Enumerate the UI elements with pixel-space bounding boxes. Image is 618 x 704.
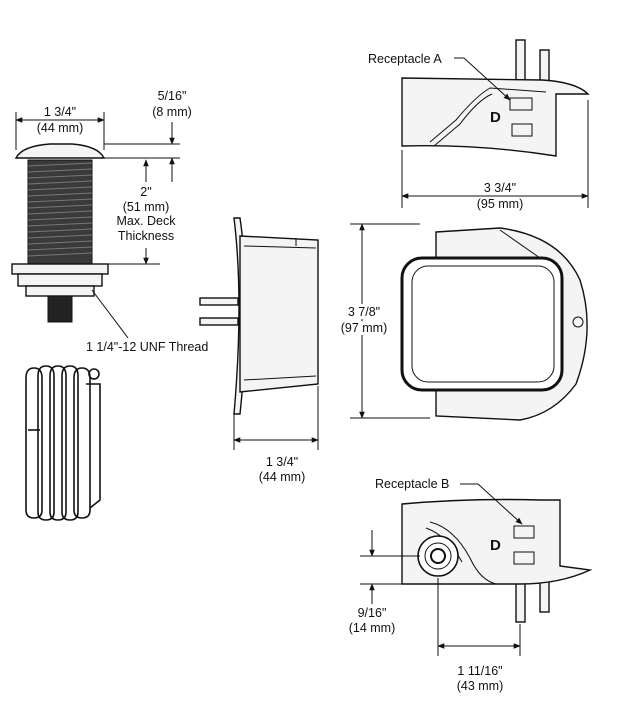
button-width-mm-label: (44 mm) — [37, 121, 84, 135]
cap-thickness-mm-label: (8 mm) — [152, 105, 192, 119]
cap-thickness-label: 5/16" — [158, 89, 187, 103]
front-height-label: 3 7/8" — [348, 305, 380, 319]
svg-text:D: D — [490, 537, 501, 554]
deck-thickness-label-3: Max. Deck — [116, 214, 176, 228]
port-offset-mm-label: (43 mm) — [457, 679, 504, 693]
port-height-mm-label: (14 mm) — [349, 621, 396, 635]
port-height-label: 9/16" — [358, 606, 387, 620]
receptacle-a-label: Receptacle A — [368, 52, 442, 66]
top-width-mm-label: (95 mm) — [477, 197, 524, 211]
top-width-label: 3 3/4" — [484, 181, 516, 195]
button-width-label: 1 3/4" — [44, 105, 76, 119]
thread-label: 1 1/4"-12 UNF Thread — [86, 340, 208, 354]
side-depth-label: 1 3/4" — [266, 455, 298, 469]
side-depth-mm-label: (44 mm) — [259, 470, 306, 484]
port-offset-label: 1 11/16" — [457, 664, 502, 678]
top-view-receptacle-a: D — [401, 39, 590, 157]
front-height-mm-label: (97 mm) — [341, 321, 388, 335]
air-switch-button — [11, 143, 109, 323]
front-view — [400, 227, 588, 421]
deck-thickness-label-4: Thickness — [118, 229, 174, 243]
bottom-view-receptacle-b: D — [401, 498, 593, 623]
receptacle-b-label: Receptacle B — [375, 477, 449, 491]
deck-thickness-label-1: 2" — [140, 185, 151, 199]
coiled-tubing — [25, 365, 101, 521]
side-view — [199, 217, 319, 415]
svg-text:D: D — [490, 109, 501, 126]
deck-thickness-label-2: (51 mm) — [123, 200, 170, 214]
